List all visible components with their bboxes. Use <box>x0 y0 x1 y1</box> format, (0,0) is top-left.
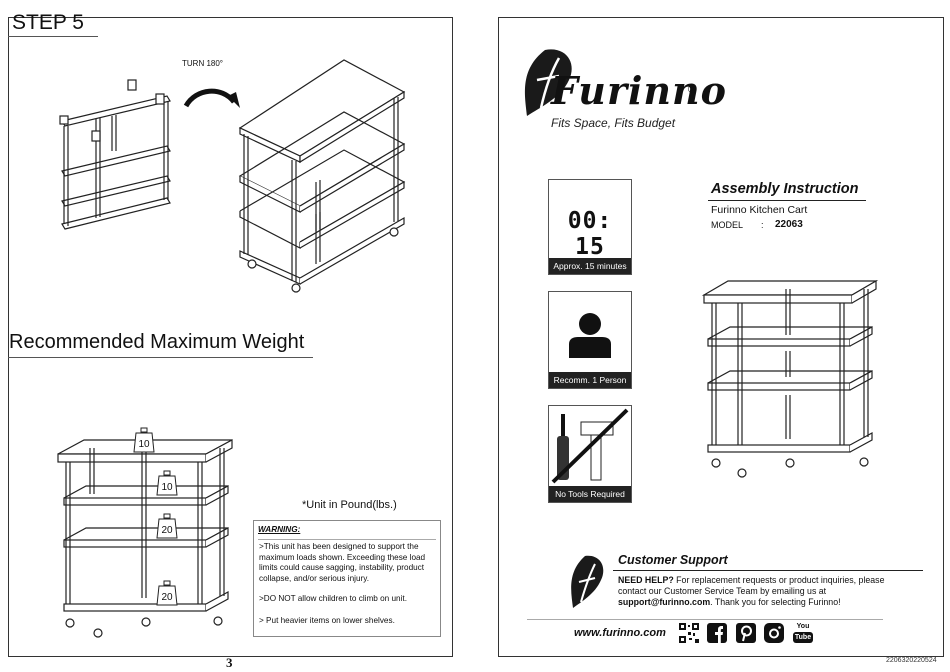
weight-heading-underline <box>8 357 313 358</box>
warning-box: WARNING: >This unit has been designed to… <box>253 520 441 637</box>
furinno-logo: Furinno <box>515 46 726 118</box>
model-colon: : <box>761 220 764 230</box>
instagram-icon[interactable] <box>764 623 784 643</box>
weight-20lb-icon: 20 <box>156 580 178 606</box>
time-caption: Approx. 15 minutes <box>549 258 631 274</box>
support-body: For replacement requests or product inqu… <box>618 575 885 596</box>
support-logo-icon <box>571 555 604 608</box>
assembly-title: Assembly Instruction <box>711 181 859 197</box>
product-name: Furinno Kitchen Cart <box>711 204 808 216</box>
need-help-label: NEED HELP? <box>618 575 674 585</box>
step-underline <box>8 36 98 37</box>
pinterest-icon[interactable] <box>736 623 756 643</box>
customer-support-title: Customer Support <box>618 553 728 567</box>
unit-note: *Unit in Pound(lbs.) <box>302 499 397 511</box>
weight-10lb-icon: 10 <box>156 470 178 496</box>
weight-label: 10 <box>138 439 150 450</box>
assembly-underline <box>708 200 866 201</box>
weight-label: 20 <box>161 592 173 603</box>
registered-mark: ® <box>688 84 697 96</box>
cart-upside-down-illustration <box>59 79 171 230</box>
people-info-box: Recomm. 1 Person <box>548 291 632 389</box>
tools-caption: No Tools Required <box>549 486 631 502</box>
customer-support-text: NEED HELP? For replacement requests or p… <box>618 575 888 608</box>
warning-divider <box>258 539 436 540</box>
weight-label: 10 <box>161 482 173 493</box>
cart-weight-illustration <box>57 438 233 638</box>
right-page <box>498 17 944 657</box>
left-page <box>8 17 453 657</box>
product-cart-illustration <box>701 279 879 478</box>
support-thanks: . Thank you for selecting Furinno! <box>710 597 841 607</box>
warning-line: >DO NOT allow children to climb on unit. <box>259 594 407 603</box>
website-link[interactable]: www.furinno.com <box>574 627 666 639</box>
step-title: STEP 5 <box>12 11 84 34</box>
support-email-link[interactable]: support@furinno.com <box>618 597 711 607</box>
footer-divider <box>527 619 883 620</box>
model-number: 22063 <box>775 219 803 230</box>
page-number: 3 <box>226 655 233 670</box>
people-caption: Recomm. 1 Person <box>549 372 631 388</box>
facebook-icon[interactable] <box>707 623 727 643</box>
cart-upright-illustration <box>238 59 406 293</box>
weight-heading: Recommended Maximum Weight <box>9 331 305 353</box>
person-icon <box>569 313 611 358</box>
timer-icon: 00: 15 <box>567 208 613 260</box>
tools-info-box: No Tools Required <box>548 405 632 503</box>
time-info-box: 00: 15 Approx. 15 minutes <box>548 179 632 275</box>
brand-name: Furinno <box>551 68 727 113</box>
brand-leaf-icon <box>524 49 572 116</box>
turn-arrow-icon <box>183 88 240 108</box>
customer-support-underline <box>613 570 923 571</box>
qr-code-icon <box>679 623 699 643</box>
weight-10lb-icon: 10 <box>133 427 155 453</box>
no-tools-icon <box>551 408 629 484</box>
weight-20lb-icon: 20 <box>156 513 178 539</box>
document-code: 2206320220524 <box>886 657 937 664</box>
brand-tagline: Fits Space, Fits Budget <box>551 116 676 130</box>
turn-label: TURN 180° <box>182 59 223 68</box>
warning-title: WARNING: <box>258 525 301 534</box>
weight-label: 20 <box>161 525 173 536</box>
warning-line: >This unit has been designed to support … <box>259 542 426 583</box>
warning-line: > Put heavier items on lower shelves. <box>259 616 395 625</box>
model-label: MODEL <box>711 220 744 230</box>
